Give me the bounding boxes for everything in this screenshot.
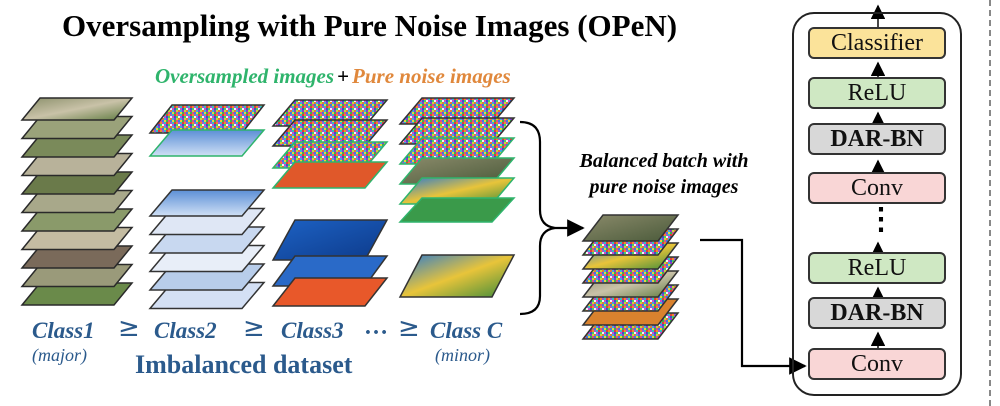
- class1-stack: [20, 97, 134, 306]
- comparator-2: ≥: [243, 313, 265, 343]
- classc-label: Class C: [430, 318, 503, 343]
- bird-image: [148, 189, 266, 217]
- divider-line: [989, 0, 991, 406]
- conv-block-bottom: Conv: [808, 348, 946, 380]
- class1-sublabel: (major): [32, 345, 87, 365]
- batch-label-line2: pure noise images: [589, 176, 739, 198]
- class1-label: Class1: [32, 318, 95, 343]
- legend: Oversampled images+Pure noise images: [155, 64, 511, 89]
- batch-image: [581, 214, 680, 242]
- legend-plus: +: [337, 64, 350, 88]
- class3-label: Class3: [281, 318, 344, 343]
- oversampled-bird-image: [148, 129, 266, 157]
- batch-stack: [581, 214, 680, 340]
- network-container: [792, 12, 962, 396]
- parrot-image: [398, 254, 516, 298]
- diagram-title: Oversampling with Pure Noise Images (OPe…: [62, 8, 678, 43]
- class-ellipsis: …: [364, 314, 388, 340]
- batch-label: Balanced batch with pure noise images: [548, 148, 780, 200]
- classc-stack: [398, 97, 516, 298]
- dar-bn-block-top: DAR-BN: [808, 123, 946, 155]
- legend-oversampled: Oversampled images: [155, 64, 335, 88]
- relu-block-bottom: ReLU: [808, 252, 946, 284]
- jellyfish-image: [271, 219, 389, 261]
- network-ellipsis: ⋮: [866, 203, 896, 236]
- class3-stack: [271, 99, 389, 307]
- comparator-3: ≥: [398, 313, 420, 343]
- noise-image: [148, 104, 266, 134]
- dar-bn-block-bottom: DAR-BN: [808, 297, 946, 329]
- connectors: [519, 4, 886, 375]
- dataset-label: Imbalanced dataset: [135, 350, 353, 379]
- classifier-block: Classifier: [808, 27, 946, 59]
- batch-label-line1: Balanced batch with: [579, 150, 749, 172]
- oversampled-image: [398, 197, 516, 223]
- batch-to-network-arrow: [700, 238, 807, 375]
- class2-stack: [148, 104, 266, 310]
- dog-image: [20, 97, 134, 121]
- jellyfish-image: [271, 277, 389, 307]
- comparator-1: ≥: [118, 313, 140, 343]
- relu-block-top: ReLU: [808, 77, 946, 109]
- classc-sublabel: (minor): [435, 345, 490, 365]
- class2-label: Class2: [154, 318, 217, 343]
- oversampled-jellyfish-image: [271, 161, 389, 189]
- legend-noise: Pure noise images: [352, 64, 511, 88]
- conv-block-top: Conv: [808, 172, 946, 204]
